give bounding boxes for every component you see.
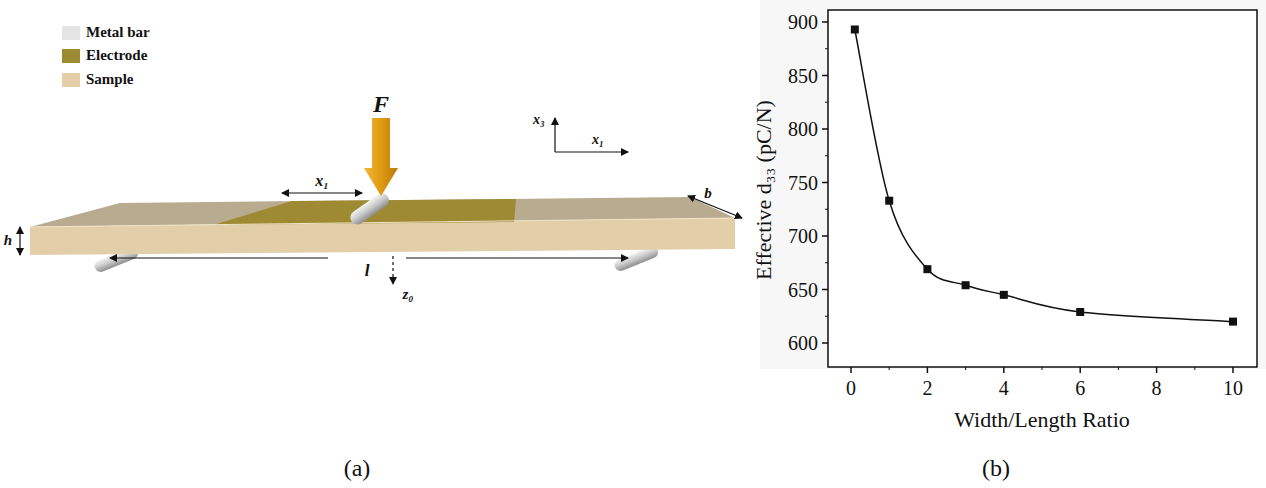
data-point: [923, 265, 931, 273]
plot-frame: [828, 10, 1257, 367]
label-text: F: [373, 92, 389, 116]
label-text: 800: [788, 119, 818, 139]
x-minor-tick: [1194, 367, 1195, 370]
legend-text: Sample: [86, 71, 134, 88]
x-tick: [1156, 367, 1158, 373]
legend-swatch: [62, 26, 80, 40]
label-text: x₁: [315, 173, 329, 189]
label-text: (b): [982, 456, 1010, 480]
x-minor-tick: [1118, 367, 1119, 370]
label-text: 0: [846, 378, 856, 398]
y-tick: [822, 75, 828, 77]
label-text: 2: [922, 378, 932, 398]
label-text: Effective d₃₃ (pC/N): [753, 100, 775, 280]
data-point: [1000, 291, 1008, 299]
label-text: 750: [788, 173, 818, 193]
legend-row: Sample: [62, 71, 134, 88]
legend-row: Metal bar: [62, 24, 150, 41]
y-tick: [822, 182, 828, 184]
x-tick: [1003, 367, 1005, 373]
y-minor-tick: [825, 102, 828, 103]
data-curve: [855, 29, 1233, 321]
label-text: 850: [788, 66, 818, 86]
label-text: 10: [1223, 378, 1243, 398]
legend-row: Electrode: [62, 47, 147, 64]
label-text: h: [4, 233, 12, 248]
data-point: [851, 25, 859, 33]
label-text: 700: [788, 226, 818, 246]
y-tick: [822, 128, 828, 130]
y-minor-tick: [825, 155, 828, 156]
label-text: x₃: [533, 113, 545, 127]
x-tick: [1232, 367, 1234, 373]
label-text: l: [365, 262, 370, 279]
x-tick: [850, 367, 852, 373]
y-tick: [822, 21, 828, 23]
label-text: z₀: [402, 287, 413, 302]
legend-swatch: [62, 73, 80, 87]
data-point: [1229, 318, 1237, 326]
y-minor-tick: [825, 316, 828, 317]
label-text: 900: [788, 12, 818, 32]
label-text: 600: [788, 333, 818, 353]
chart-ground: [760, 0, 1266, 369]
data-point: [962, 281, 970, 289]
legend-text: Metal bar: [86, 24, 150, 41]
x-minor-tick: [889, 367, 890, 370]
label-text: 4: [999, 378, 1009, 398]
y-tick: [822, 342, 828, 344]
data-point: [885, 197, 893, 205]
x-tick: [927, 367, 929, 373]
x-minor-tick: [965, 367, 966, 370]
legend-swatch: [62, 49, 80, 63]
label-text: x₁: [592, 133, 604, 147]
y-tick: [822, 289, 828, 291]
label-text: 8: [1152, 378, 1162, 398]
y-minor-tick: [825, 209, 828, 210]
label-text: b: [704, 186, 712, 201]
data-point: [1076, 308, 1084, 316]
label-text: (a): [344, 456, 371, 480]
label-text: 650: [788, 280, 818, 300]
y-tick: [822, 235, 828, 237]
y-minor-tick: [825, 48, 828, 49]
x-tick: [1079, 367, 1081, 373]
y-minor-tick: [825, 262, 828, 263]
label-text: Width/Length Ratio: [954, 409, 1130, 431]
x-minor-tick: [1042, 367, 1043, 370]
legend-text: Electrode: [86, 47, 147, 64]
label-text: 6: [1075, 378, 1085, 398]
